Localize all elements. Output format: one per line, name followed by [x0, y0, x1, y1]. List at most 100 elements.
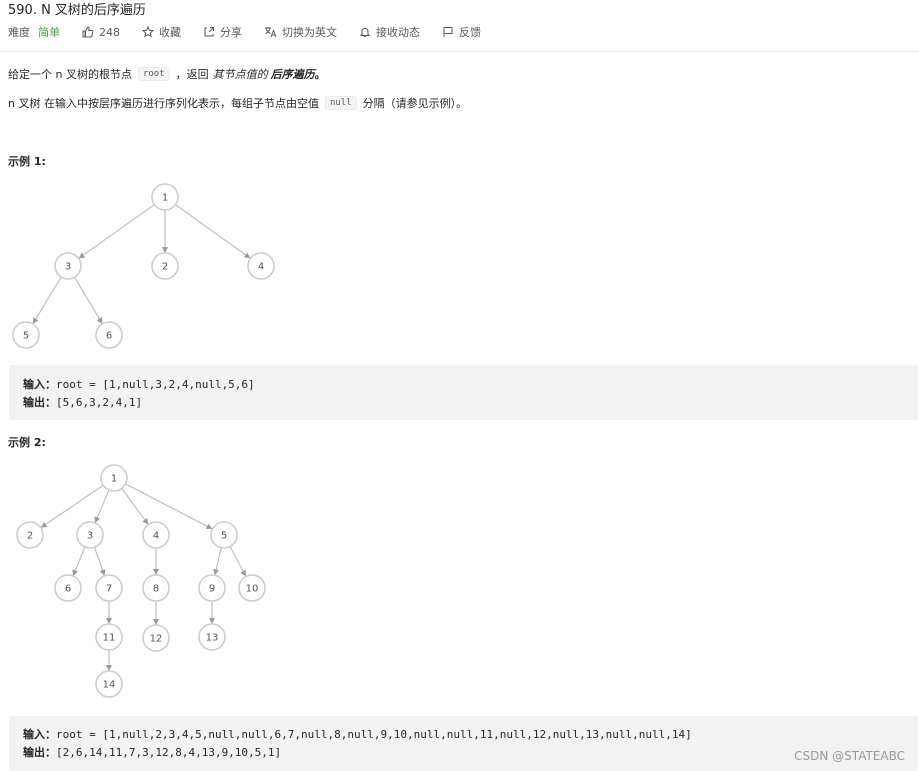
tree-node-label: 3: [65, 262, 71, 273]
tree-node-circle: [210, 521, 238, 549]
example-1-code-block: 输入：root = [1,null,3,2,4,null,5,6] 输出：[5,…: [9, 365, 918, 420]
input-label: 输入：: [23, 728, 56, 741]
tree-edge: [94, 489, 110, 524]
tree-node-circle: [151, 252, 179, 280]
tree-edge: [229, 546, 246, 577]
desc-text: n 叉树 在输入中按层序遍历进行序列化表示，每组子节点由空值: [8, 97, 319, 110]
star-icon: [142, 26, 154, 38]
tree-node-label: 5: [221, 531, 227, 542]
example-1-label: 示例 1:: [8, 155, 46, 168]
tree-node-circle: [142, 624, 170, 652]
translate-button[interactable]: 切换为英文: [264, 24, 337, 40]
tree-node: 4: [142, 521, 170, 549]
desc-text: ，返回: [175, 68, 209, 81]
example-1-input-value: root = [1,null,3,2,4,null,5,6]: [56, 378, 255, 391]
tree-edge: [121, 488, 149, 525]
tree-node-circle: [238, 574, 266, 602]
tree-node-circle: [16, 521, 44, 549]
tree-node-circle: [198, 574, 226, 602]
description-line-1: 给定一个 n 叉树的根节点 root ，返回 其节点值的 后序遍历 。: [8, 66, 326, 82]
tree-node: 9: [198, 574, 226, 602]
tree-node: 2: [151, 252, 179, 280]
tree-node: 5: [12, 321, 40, 349]
example-2-code-block: 输入：root = [1,null,2,3,4,5,null,null,6,7,…: [9, 716, 918, 771]
output-label: 输出：: [23, 396, 56, 409]
tree-node-circle: [247, 252, 275, 280]
tree-edge: [40, 484, 104, 528]
tree-node: 3: [54, 252, 82, 280]
like-button[interactable]: 248: [82, 26, 120, 39]
example-2-label: 示例 2:: [8, 436, 46, 449]
tree-node-label: 12: [150, 634, 163, 645]
tree-node-label: 2: [162, 262, 168, 273]
tree-node-label: 5: [23, 331, 29, 342]
tree-node-circle: [95, 321, 123, 349]
share-label: 分享: [220, 26, 242, 39]
tree-node-circle: [12, 321, 40, 349]
example-1-input-line: 输入：root = [1,null,3,2,4,null,5,6]: [23, 376, 255, 392]
tree-edge: [32, 276, 62, 324]
tree-node-circle: [54, 252, 82, 280]
inline-code-null: null: [324, 96, 357, 110]
tree-edge: [93, 547, 106, 576]
tree-edge: [78, 204, 155, 259]
problem-toolbar: 难度 简单 248 收藏 分享 切换为英文 接收动态 反馈: [8, 23, 503, 41]
tree-node: 6: [95, 321, 123, 349]
tree-node-label: 14: [103, 680, 116, 691]
desc-strong-emphasis: 后序遍历: [270, 68, 315, 81]
tree-node: 12: [142, 624, 170, 652]
tree-node: 1: [151, 183, 179, 211]
desc-text: 给定一个 n 叉树的根节点: [8, 68, 132, 81]
share-button[interactable]: 分享: [203, 24, 242, 40]
tree-node: 4: [247, 252, 275, 280]
tree-node-label: 10: [246, 584, 259, 595]
tree-edge: [72, 546, 86, 576]
tree-node: 1: [100, 464, 128, 492]
example-1-output-value: [5,6,3,2,4,1]: [56, 396, 143, 409]
feedback-label: 反馈: [459, 26, 481, 39]
favorite-label: 收藏: [159, 26, 181, 39]
tree-node-circle: [142, 521, 170, 549]
tree-node: 13: [198, 623, 226, 651]
tree-edge: [213, 547, 222, 576]
example-1-tree-diagram: 1 3 2 4 5 6: [12, 183, 275, 349]
difficulty-label: 难度: [8, 26, 30, 39]
description-line-2: n 叉树 在输入中按层序遍历进行序列化表示，每组子节点由空值 null 分隔（请…: [8, 95, 467, 111]
tree-node-label: 11: [103, 633, 116, 644]
flag-icon: [443, 27, 453, 37]
tree-edge: [125, 483, 213, 530]
tree-edge: [74, 276, 103, 324]
tree-node-circle: [76, 521, 104, 549]
tree-node-label: 6: [65, 584, 71, 595]
tree-node-circle: [95, 623, 123, 651]
tree-node-label: 9: [209, 584, 215, 595]
notify-label: 接收动态: [376, 26, 420, 39]
difficulty-badge: 简单: [38, 26, 60, 39]
tree-node-label: 4: [258, 262, 264, 273]
tree-node-label: 4: [153, 531, 159, 542]
example-2-output-value: [2,6,14,11,7,3,12,8,4,13,9,10,5,1]: [56, 746, 282, 759]
tree-node-circle: [95, 670, 123, 698]
example-2-input-value: root = [1,null,2,3,4,5,null,null,6,7,nul…: [56, 728, 692, 741]
tree-edge: [175, 204, 251, 259]
tree-node-label: 1: [162, 193, 168, 204]
bell-icon: [359, 27, 371, 37]
tree-node: 14: [95, 670, 123, 698]
tree-node: 8: [142, 574, 170, 602]
feedback-button[interactable]: 反馈: [442, 24, 481, 40]
watermark: CSDN @STATEABC: [794, 749, 905, 763]
tree-node-label: 2: [27, 531, 33, 542]
notify-button[interactable]: 接收动态: [359, 24, 420, 40]
tree-node: 10: [238, 574, 266, 602]
favorite-button[interactable]: 收藏: [142, 24, 181, 40]
tree-node-circle: [100, 464, 128, 492]
tree-node-circle: [95, 574, 123, 602]
tree-node-label: 8: [153, 584, 159, 595]
desc-text: 分隔（请参见示例）。: [362, 97, 468, 110]
desc-period: 。: [314, 68, 326, 81]
tree-node: 5: [210, 521, 238, 549]
tree-node-circle: [142, 574, 170, 602]
example-2-output-line: 输出：[2,6,14,11,7,3,12,8,4,13,9,10,5,1]: [23, 744, 281, 760]
tree-node-label: 6: [106, 331, 112, 342]
